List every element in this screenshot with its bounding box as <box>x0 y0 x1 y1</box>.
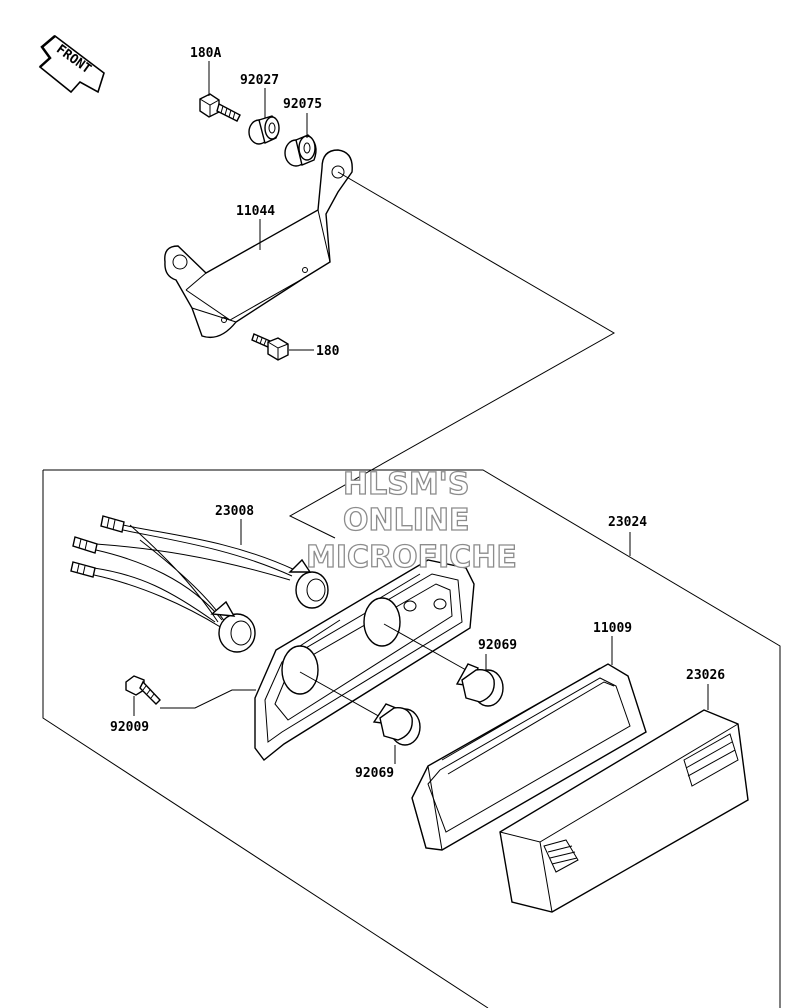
part-label-11009: 11009 <box>593 621 632 636</box>
watermark-line-3: MICROFICHE <box>306 540 517 575</box>
part-label-92069-lower: 92069 <box>355 766 394 781</box>
bolt-180a <box>199 93 241 122</box>
part-label-180: 180 <box>316 344 340 359</box>
damper-92075 <box>284 134 317 167</box>
part-label-23008: 23008 <box>215 504 254 519</box>
screw-92009 <box>125 675 161 705</box>
gasket-11009 <box>411 663 647 851</box>
part-label-180a: 180A <box>190 46 221 61</box>
part-label-92009: 92009 <box>110 720 149 735</box>
part-label-92075: 92075 <box>283 97 322 112</box>
part-label-92027: 92027 <box>240 73 279 88</box>
part-label-23024: 23024 <box>608 515 647 530</box>
socket-wiring-23008 <box>70 515 329 653</box>
bolt-180 <box>251 333 289 361</box>
front-arrow-icon: FRONT <box>38 34 105 94</box>
bracket-11044 <box>164 149 353 339</box>
watermark-line-2: ONLINE <box>343 503 470 538</box>
part-label-92069-upper: 92069 <box>478 638 517 653</box>
watermark: HLSM'S ONLINE MICROFICHE <box>305 466 517 575</box>
watermark-line-1: HLSM'S <box>343 467 469 502</box>
bulb-92069-upper <box>455 663 504 707</box>
collar-92027 <box>248 115 280 145</box>
lamp-housing <box>254 559 475 761</box>
part-label-23026: 23026 <box>686 668 725 683</box>
bulb-92069-lower <box>372 703 421 746</box>
part-label-11044: 11044 <box>236 204 275 219</box>
lens-23026 <box>499 709 749 913</box>
